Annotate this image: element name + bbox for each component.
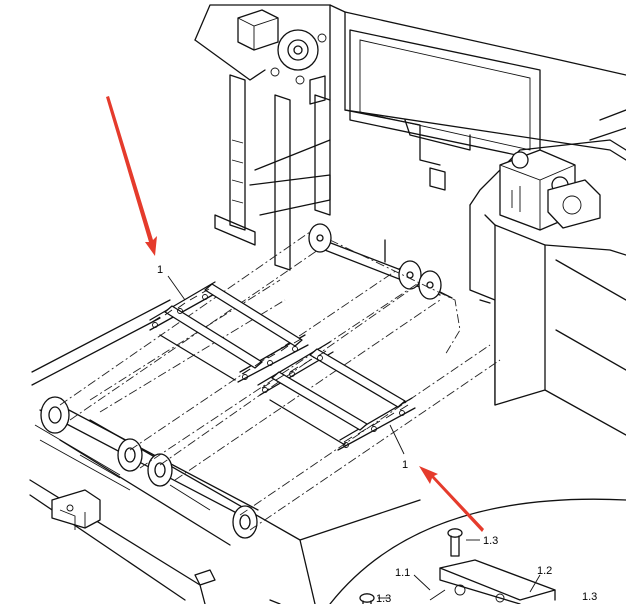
callout-label: 1.1 — [395, 567, 410, 579]
callout-label: 1.3 — [483, 535, 498, 547]
chain-assembly-left — [149, 281, 309, 383]
right-motor-assembly — [469, 109, 626, 436]
red-arrow-bottom — [419, 466, 484, 532]
callout-label: 1 — [402, 459, 408, 471]
base-frame — [29, 299, 421, 604]
detail-view — [329, 498, 626, 604]
leader-lines — [167, 275, 541, 599]
top-motor-assembly — [237, 9, 327, 105]
assembly-guide-lines — [59, 231, 501, 531]
callout-label: 1 — [157, 264, 163, 276]
callout-label: 1.3 — [582, 591, 597, 603]
callout-label: 1.2 — [537, 565, 552, 577]
callout-label: 1.3 — [376, 593, 391, 604]
rear-shaft — [308, 223, 453, 300]
red-arrow-left — [106, 96, 157, 256]
chain-assembly-right — [257, 341, 416, 451]
